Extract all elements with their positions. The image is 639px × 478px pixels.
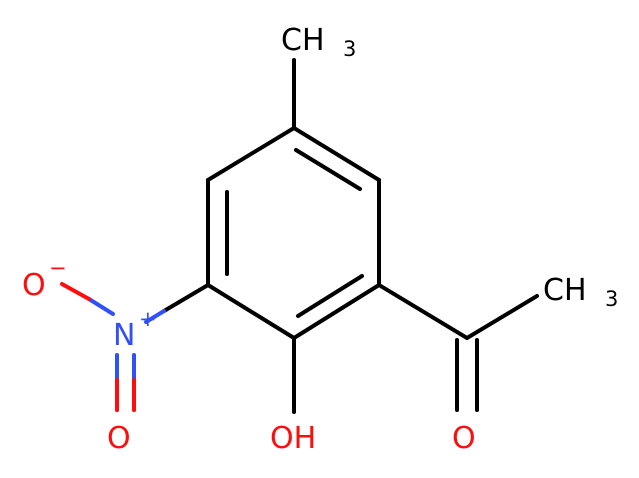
nitro-oxygen-single-label: O <box>22 268 46 303</box>
bond-acetyl-methyl <box>465 294 539 340</box>
nitro-nitrogen-label: N <box>113 318 135 353</box>
ring-double-inner-2 <box>296 274 364 318</box>
ring-bond-c4-c5 <box>206 283 296 340</box>
carbonyl-oxygen-label: O <box>452 421 476 456</box>
bond-ring-acetyl <box>377 283 469 340</box>
ring-bond-c6-c1 <box>206 126 296 182</box>
nitro-bond-n-o-single-n <box>87 297 115 316</box>
bond-ring-nitro <box>162 283 210 313</box>
nitro-oxygen-charge: − <box>49 256 67 280</box>
methyl-top-subscript: 3 <box>343 37 356 61</box>
methyl-right-label: CH <box>543 273 587 308</box>
bonds <box>162 58 539 414</box>
nitro-oxygen-double-label: O <box>107 421 131 456</box>
atom-labels: CH 3 CH 3 OH O N + O − O <box>22 23 618 456</box>
ring-bond-c1-c2 <box>292 126 381 182</box>
methyl-right-subscript: 3 <box>605 287 618 311</box>
nitro-nitrogen-charge: + <box>139 307 157 331</box>
nitro-bond-n-o-single-o <box>60 282 91 301</box>
colored-bonds <box>60 282 479 412</box>
methyl-top-label: CH <box>281 23 325 58</box>
ring-bond-c3-c4 <box>292 283 381 340</box>
ring-double-inner-1 <box>294 148 362 191</box>
hydroxyl-label: OH <box>270 421 316 456</box>
nitro-bond-ring-n <box>144 309 166 324</box>
